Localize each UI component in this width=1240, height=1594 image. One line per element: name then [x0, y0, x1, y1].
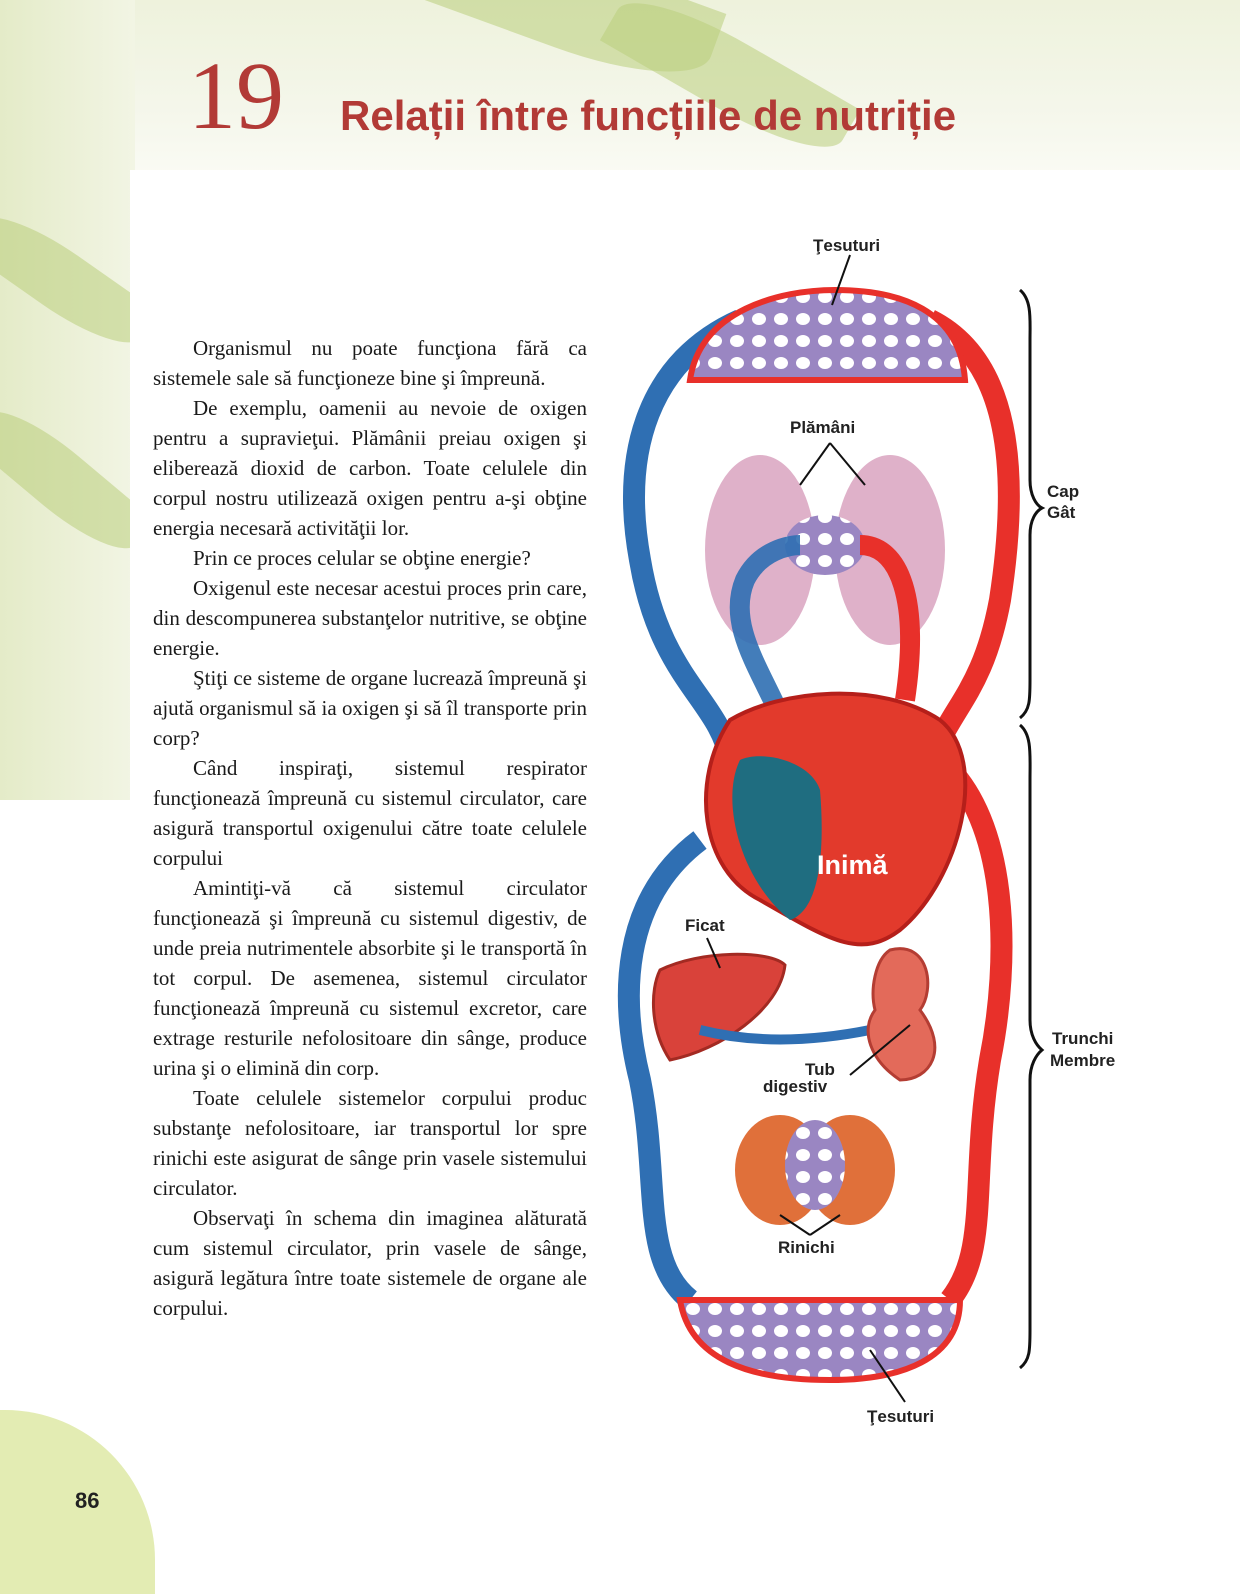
label-lungs: Plămâni [790, 418, 856, 437]
circulatory-diagram [617, 254, 1046, 1403]
label-kidneys: Rinichi [778, 1238, 835, 1257]
body-text: Organismul nu poate funcţiona fără ca si… [153, 333, 587, 1323]
digestive-tube [866, 947, 937, 1082]
artery-lower [932, 751, 1013, 1307]
kidney-capillaries [785, 1120, 845, 1210]
artery-right [924, 310, 1020, 746]
liver-vessel [698, 1025, 871, 1045]
paragraph: Amintiţi-vă că sistemul circulator funcţ… [153, 876, 587, 1080]
label-digestive-2: digestiv [763, 1077, 828, 1096]
paragraph: De exemplu, oamenii au nevoie de oxigen … [153, 396, 587, 540]
paragraph: Când inspiraţi, sistemul respirator func… [153, 756, 587, 870]
label-tissues-bottom: Ţesuturi [867, 1407, 935, 1426]
label-limbs: Membre [1050, 1051, 1116, 1070]
content-panel [130, 170, 1240, 1594]
paragraph: Prin ce proces celular se obţine energie… [193, 546, 531, 570]
label-liver: Ficat [685, 916, 725, 935]
label-head: Cap [1047, 482, 1080, 501]
brace-upper [1018, 288, 1046, 720]
chapter-title: Relații între funcțiile de nutriție [340, 92, 957, 139]
paragraph: Oxigenul este necesar acestui proces pri… [153, 576, 587, 660]
background-left [0, 0, 135, 800]
label-heart: Inimă [817, 850, 888, 880]
lung-capillaries [785, 515, 865, 575]
liver [651, 952, 787, 1062]
label-tissues-top: Ţesuturi [813, 236, 881, 255]
paragraph: Ştiţi ce sisteme de organe lucrează împr… [153, 666, 587, 750]
paragraph: Organismul nu poate funcţiona fără ca si… [153, 336, 587, 390]
paragraph: Toate celulele sistemelor corpului produ… [153, 1086, 587, 1200]
vein-left [623, 309, 745, 763]
pulmonary-vein [859, 535, 920, 702]
brace-lower [1018, 723, 1045, 1370]
chapter-number: 19 [188, 42, 284, 149]
vein-lower [617, 831, 707, 1309]
paragraph: Observaţi în schema din imaginea alătura… [153, 1206, 587, 1320]
tissue-capillaries-bottom [676, 1297, 964, 1384]
label-neck: Gât [1047, 503, 1076, 522]
pointer-lines [706, 254, 911, 1403]
heart-right-side [732, 756, 822, 920]
label-digestive-1: Tub [805, 1060, 835, 1079]
label-trunk: Trunchi [1052, 1029, 1114, 1048]
page-number: 86 [75, 1488, 100, 1513]
tissue-capillaries-top [686, 286, 969, 383]
